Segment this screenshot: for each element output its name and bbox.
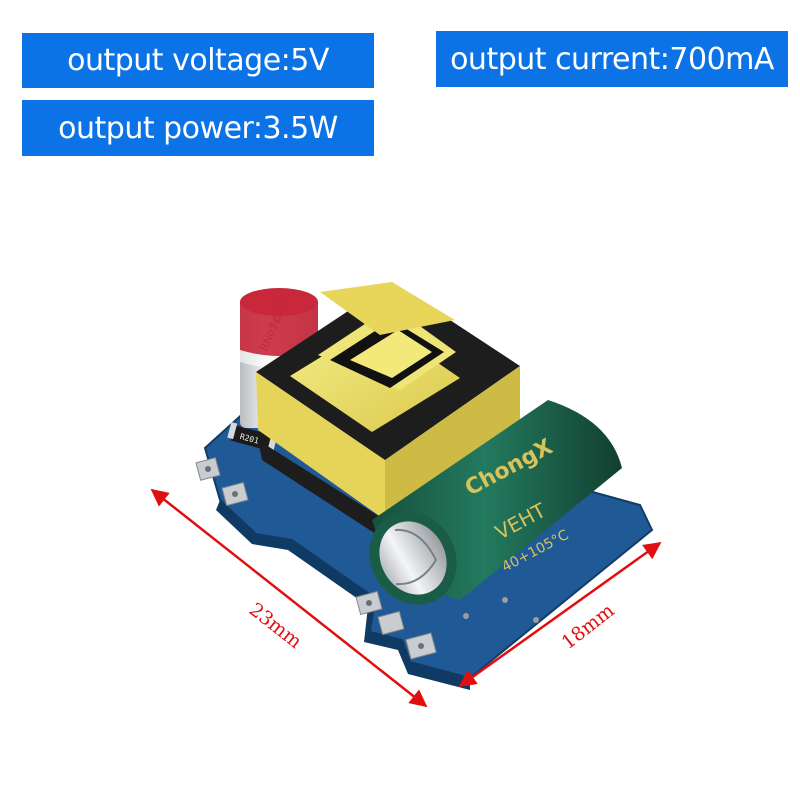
output-voltage-badge: output voltage:5V	[22, 33, 374, 88]
length-dimension-label: 23mm	[245, 599, 306, 653]
output-current-badge: output current:700mA	[436, 31, 788, 87]
output-power-badge: output power:3.5W	[22, 100, 374, 156]
width-dimension-label: 18mm	[558, 600, 619, 654]
